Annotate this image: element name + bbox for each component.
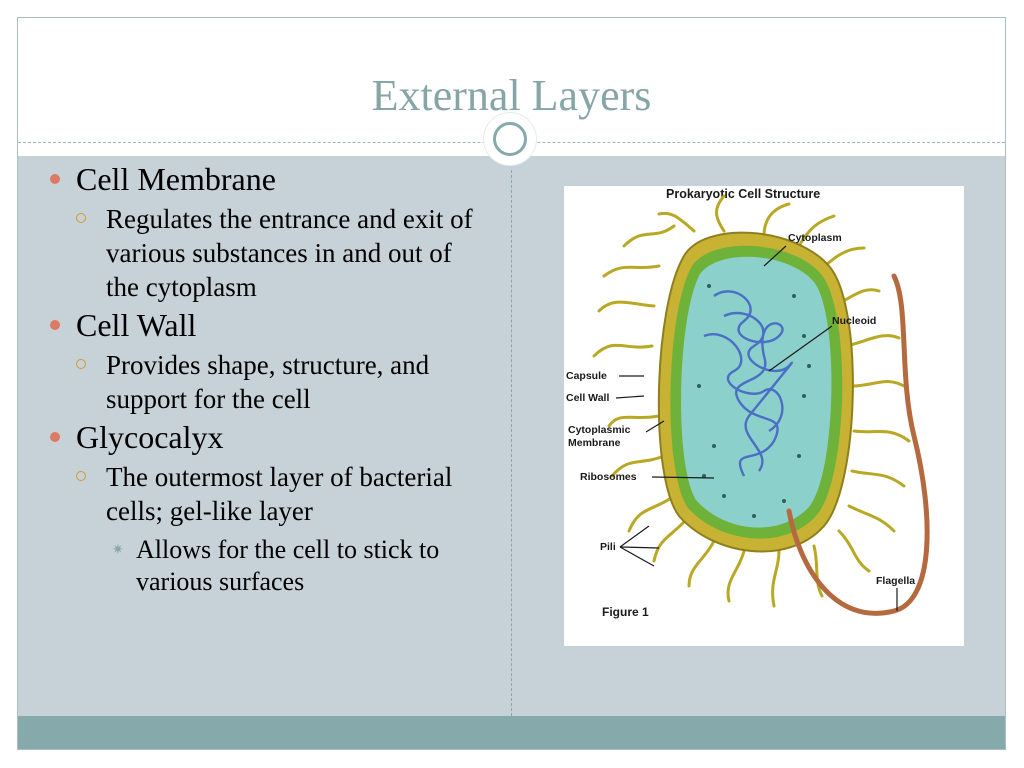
label-pili: Pili	[600, 541, 616, 553]
sub-bullet-glycocalyx: The outermost layer of bacterial cells; …	[48, 460, 488, 528]
bullet-list: Cell Membrane Regulates the entrance and…	[48, 158, 488, 598]
sub-bullet-membrane: Regulates the entrance and exit of vario…	[48, 202, 488, 304]
bullet-glycocalyx: Glycocalyx	[48, 420, 488, 454]
flagellum-shape	[786, 273, 930, 616]
figure-title: Prokaryotic Cell Structure	[666, 187, 820, 201]
ornament-ring	[493, 122, 527, 156]
column-divider	[511, 170, 512, 716]
label-cytoplasm: Cytoplasm	[788, 232, 842, 244]
sub-bullet-ring-icon	[76, 359, 86, 369]
label-capsule: Capsule	[566, 370, 607, 382]
label-cytoplasmic-2: Membrane	[568, 437, 621, 449]
footer-bar	[18, 716, 1005, 749]
bullet-cell-membrane: Cell Membrane	[48, 162, 488, 196]
circle-ornament-icon	[484, 113, 536, 165]
sub-bullet-text: Provides shape, structure, and support f…	[106, 350, 430, 414]
sub-bullet-ring-icon	[76, 471, 86, 481]
leader-lines	[615, 245, 898, 611]
sub-bullet-text: Regulates the entrance and exit of vario…	[106, 204, 473, 302]
bullet-label: Cell Membrane	[76, 161, 276, 197]
slide-title: External Layers	[371, 71, 652, 120]
bullet-dot-icon	[50, 320, 60, 330]
slide-frame	[17, 17, 1006, 750]
nucleoid-coils	[703, 290, 794, 477]
star-bullet-icon: ✷	[112, 542, 124, 558]
bullet-cell-wall: Cell Wall	[48, 308, 488, 342]
sub-sub-bullet-text: Allows for the cell to stick to various …	[136, 535, 440, 596]
label-cytoplasmic-1: Cytoplasmic	[568, 424, 631, 436]
prokaryotic-cell-figure: Prokaryotic Cell Structure	[564, 186, 964, 646]
ribosome-dots	[697, 284, 811, 518]
cytoplasm-shape	[681, 256, 832, 528]
bullet-dot-icon	[50, 432, 60, 442]
label-flagella: Flagella	[876, 575, 915, 587]
bullet-label: Glycocalyx	[76, 419, 224, 455]
sub-bullet-ring-icon	[76, 213, 86, 223]
label-ribosomes: Ribosomes	[580, 471, 637, 483]
sub-bullet-text: The outermost layer of bacterial cells; …	[106, 462, 453, 526]
sub-bullet-wall: Provides shape, structure, and support f…	[48, 348, 488, 416]
label-cell-wall: Cell Wall	[566, 392, 609, 404]
cell-diagram-svg: Prokaryotic Cell Structure	[566, 187, 930, 619]
label-nucleoid: Nucleoid	[832, 315, 876, 327]
figure-caption: Figure 1	[602, 605, 649, 619]
bullet-label: Cell Wall	[76, 307, 197, 343]
bullet-dot-icon	[50, 174, 60, 184]
sub-sub-bullet-glycocalyx: ✷ Allows for the cell to stick to variou…	[48, 534, 488, 598]
